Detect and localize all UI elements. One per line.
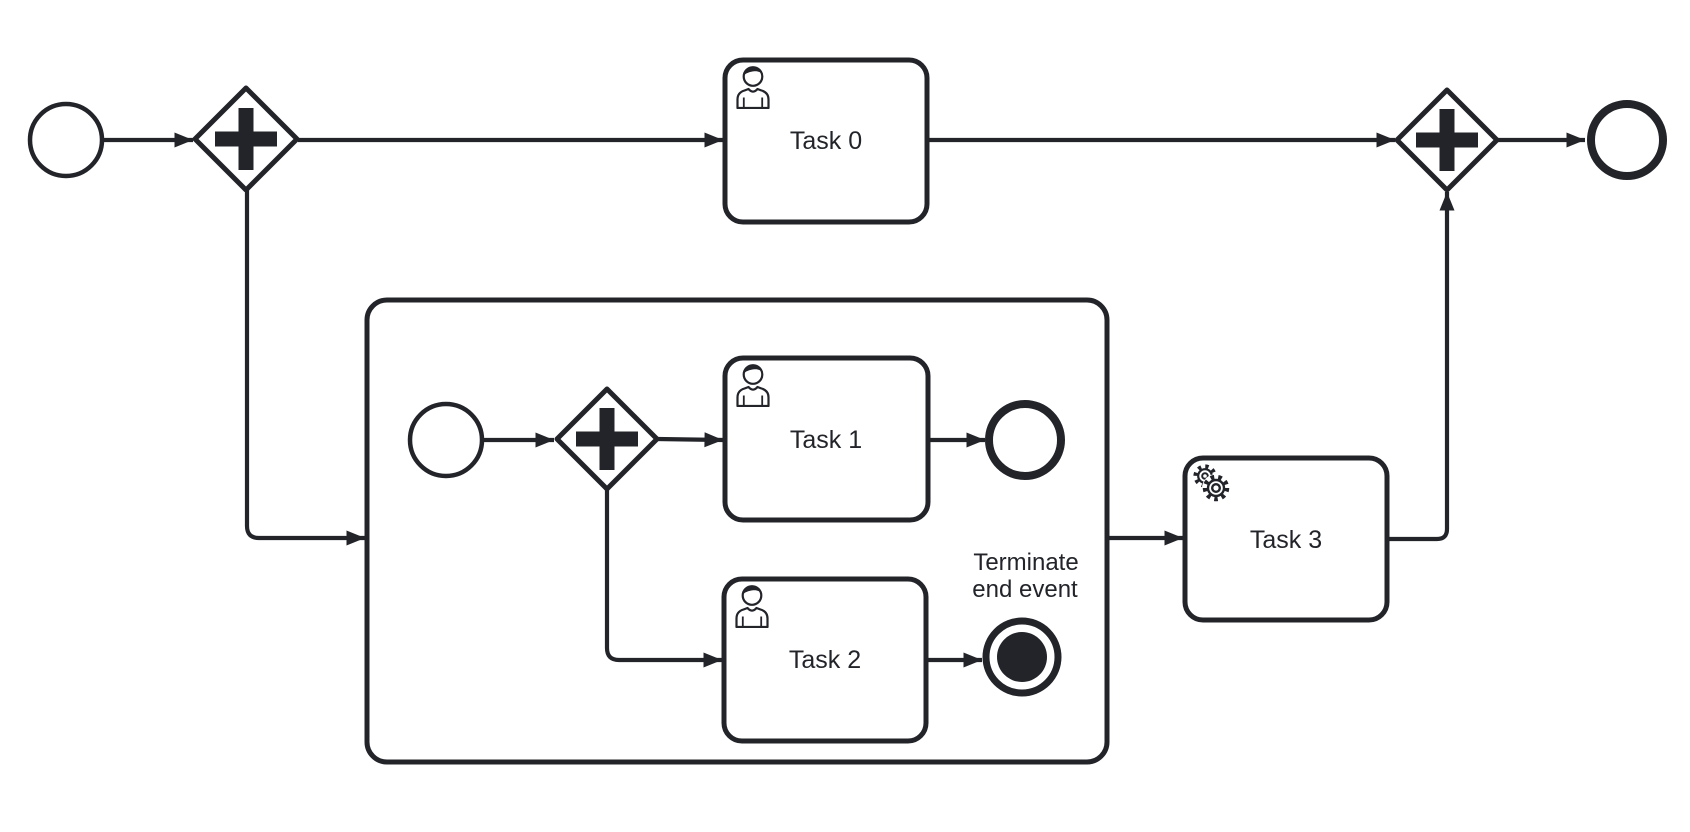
task-3[interactable]: Task 3 <box>1182 455 1390 623</box>
terminate-label-line2: end event <box>972 576 1078 603</box>
flow-task3-to-gateway-join[interactable] <box>1387 192 1455 542</box>
task-1[interactable]: Task 1 <box>722 355 931 523</box>
plus-icon <box>215 108 277 170</box>
plus-icon <box>1416 109 1478 171</box>
terminate-end-event[interactable] <box>982 617 1062 697</box>
flow-gateway-sub-to-task2[interactable] <box>604 489 722 668</box>
subprocess[interactable] <box>364 297 1110 765</box>
parallel-gateway-sub[interactable] <box>554 386 660 492</box>
flow-gateway-sub-to-task1[interactable] <box>656 432 724 448</box>
task-2-label: Task 2 <box>789 646 861 674</box>
task-2[interactable]: Task 2 <box>721 576 929 744</box>
task-1-label: Task 1 <box>790 426 862 454</box>
task-0-label: Task 0 <box>790 127 862 155</box>
start-event-sub[interactable] <box>407 401 485 479</box>
terminate-label-line1: Terminate <box>973 549 1078 576</box>
end-event-main[interactable] <box>1587 100 1667 180</box>
plus-icon <box>576 408 638 470</box>
task-3-label: Task 3 <box>1250 526 1322 554</box>
parallel-gateway-split[interactable] <box>192 85 300 193</box>
end-event-sub[interactable] <box>985 400 1065 480</box>
parallel-gateway-join[interactable] <box>1394 87 1500 193</box>
terminate-icon <box>997 632 1047 682</box>
task-0[interactable]: Task 0 <box>722 57 930 225</box>
start-event-main[interactable] <box>27 101 105 179</box>
flow-gateway-split-to-subprocess[interactable] <box>244 190 365 546</box>
